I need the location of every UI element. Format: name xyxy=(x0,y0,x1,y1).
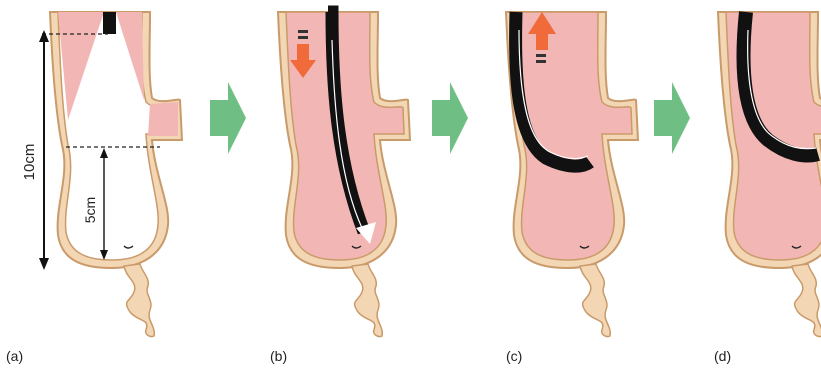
panel-a-label: (a) xyxy=(6,348,23,364)
measure-5cm-label: 5cm xyxy=(82,197,98,223)
step-arrow-icon xyxy=(210,82,246,154)
panel-b-label: (b) xyxy=(270,348,287,364)
measure-arrowhead-down xyxy=(39,258,49,270)
panel-c: (c) xyxy=(506,12,638,364)
anal-canal xyxy=(124,264,154,337)
anal-canal xyxy=(580,264,610,337)
step-arrow-icon xyxy=(432,82,468,154)
panel-c-label: (c) xyxy=(506,348,522,364)
scope-tip xyxy=(103,12,116,34)
panel-d-label: (d) xyxy=(714,348,731,364)
measure-arrowhead-up xyxy=(39,30,49,42)
measure-10cm-label: 10cm xyxy=(21,144,38,181)
valve-fold xyxy=(148,102,178,136)
panel-a: 10cm 5cm (a) xyxy=(6,12,182,364)
panel-d: (d) xyxy=(714,12,821,364)
step-arrow-icon xyxy=(654,82,690,154)
anal-canal xyxy=(792,264,821,337)
panel-b: (b) xyxy=(270,12,410,364)
anal-canal xyxy=(352,264,382,337)
